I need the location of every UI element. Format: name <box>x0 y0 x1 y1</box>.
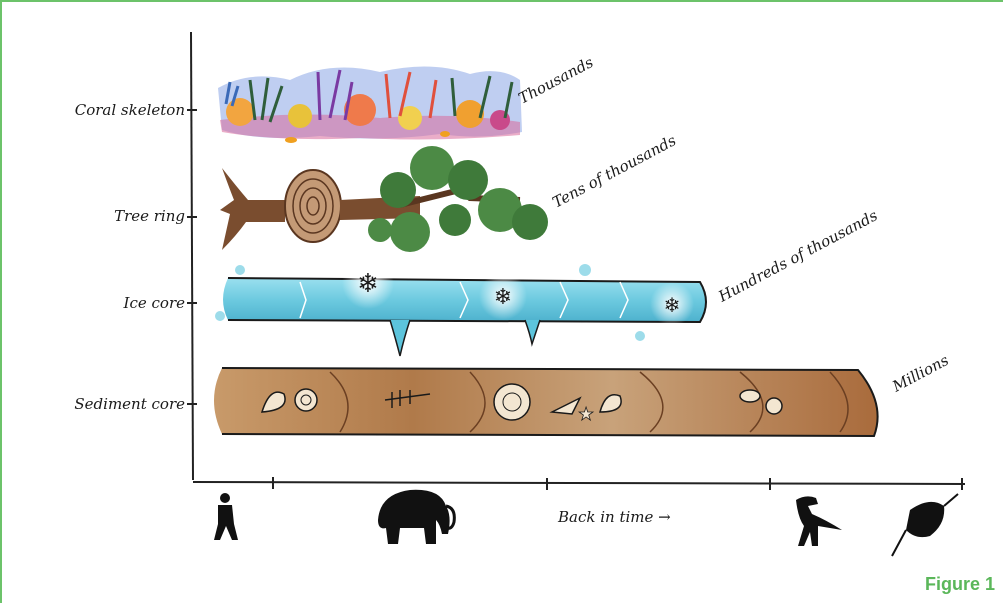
span-thousands: Thousands <box>515 53 596 108</box>
sediment-core-illustration: ★ <box>214 368 878 436</box>
label-tree-ring: Tree ring <box>114 207 185 225</box>
coral-reef-illustration <box>218 66 522 143</box>
trilobite-icon <box>892 494 958 556</box>
svg-text:★: ★ <box>578 404 594 425</box>
human-icon <box>214 493 238 540</box>
label-sediment-core: Sediment core <box>74 395 185 413</box>
ice-core-illustration: ❄ ❄ ❄ <box>215 257 706 356</box>
span-tens-of-thousands: Tens of thousands <box>549 131 679 211</box>
span-hundreds-of-thousands: Hundreds of thousands <box>715 206 881 306</box>
span-millions: Millions <box>889 351 952 396</box>
x-axis-label: Back in time → <box>557 508 671 526</box>
figure-label: Figure 1 <box>925 574 995 595</box>
svg-text:❄: ❄ <box>494 285 512 310</box>
tree-ring-illustration <box>220 146 548 252</box>
t-rex-icon <box>796 496 842 546</box>
svg-text:❄: ❄ <box>664 293 681 317</box>
y-axis <box>187 32 197 480</box>
svg-text:❄: ❄ <box>357 269 379 299</box>
label-coral-skeleton: Coral skeleton <box>75 101 185 119</box>
label-ice-core: Ice core <box>123 294 186 312</box>
mammoth-icon <box>378 490 454 544</box>
x-axis <box>193 477 965 490</box>
